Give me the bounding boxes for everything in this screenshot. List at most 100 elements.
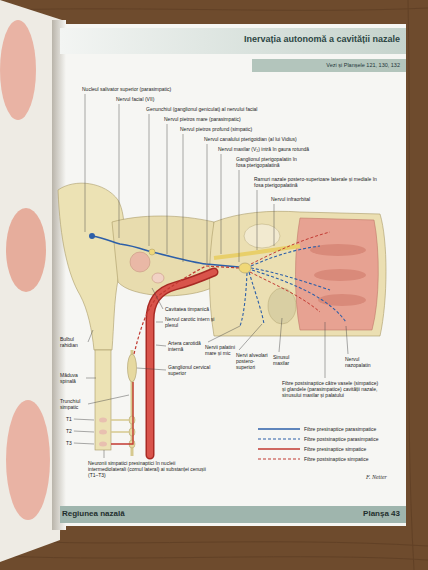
- leader-line: [74, 431, 94, 432]
- part-label: Ganglionul pterigopalatin în fosa pterig…: [236, 156, 298, 168]
- legend-text: Fibre presinaptice parasimpatice: [304, 426, 376, 432]
- leader-line: [167, 124, 168, 254]
- leader-line: [85, 94, 86, 232]
- leader-line: [152, 288, 163, 309]
- part-label: Nervi alveolari postero-superiori: [236, 352, 270, 370]
- wood-grain: [408, 0, 414, 570]
- part-label: Ganglionul cervical superior: [168, 364, 216, 376]
- segment-label: T1: [66, 416, 72, 422]
- part-label: Cavitatea timpanică: [165, 306, 209, 312]
- part-label: Nervul facial (VII): [116, 96, 154, 102]
- header-band: [60, 28, 406, 54]
- sympathetic-postsynaptic-fibres: [251, 232, 330, 264]
- artist-signature: F. Netter: [366, 474, 387, 481]
- grey-matter: [99, 430, 107, 435]
- legend-line-sample: [258, 448, 300, 449]
- leader-line: [74, 419, 94, 420]
- leader-line: [119, 104, 120, 238]
- pterygopalatine-ganglion: [239, 263, 251, 273]
- facial-skull: [210, 211, 387, 336]
- page-title: Inervația autonomă a cavității nazale: [244, 34, 400, 45]
- legend-text: Fibre postsinaptice parasimpatice: [304, 436, 378, 442]
- leader-line: [156, 322, 163, 323]
- legend-line-sample: [258, 428, 300, 429]
- part-label: Nucleul salivator superior (parasimpatic…: [82, 86, 171, 92]
- sympathetic-presynaptic-fibre: [111, 382, 133, 444]
- nasal-conchae: [310, 244, 366, 306]
- leader-line: [257, 190, 258, 250]
- parasympathetic-postsynaptic-fibres: [240, 273, 247, 326]
- trunk-ganglia: [129, 416, 135, 424]
- legend-line-sample: [258, 458, 300, 459]
- temporal-bone: [112, 216, 216, 296]
- part-label: Nervul carotic intern și plexul: [165, 316, 220, 328]
- segment-label: T3: [66, 440, 72, 446]
- part-label: Nervii palatini mare și mic: [205, 344, 239, 356]
- rami-communicantes: [111, 419, 129, 421]
- part-label: Artera carotidă internă: [168, 340, 208, 352]
- sympathetic-postsynaptic-fibre: [134, 266, 239, 354]
- cross-reference: Vezi și Planșele 121, 130, 132: [326, 62, 400, 69]
- leader-line: [88, 395, 129, 404]
- sympathetic-postsynaptic-fibres: [250, 272, 320, 312]
- plate-number: Planșa 43: [363, 509, 400, 519]
- leader-line: [156, 345, 166, 346]
- cochlea: [130, 252, 150, 272]
- legend-text: Fibre postsinaptice simpatice: [304, 456, 368, 462]
- nasal-cavity: [296, 218, 379, 330]
- leader-line: [239, 170, 240, 262]
- legend-line-sample: [258, 438, 300, 439]
- note-label: Fibre postsinaptice către vasele (simpat…: [282, 380, 382, 398]
- part-label: Sinusul maxilar: [273, 354, 303, 366]
- grey-matter: [99, 442, 107, 447]
- trunk-ganglia: [129, 416, 135, 448]
- parasympathetic-postsynaptic-fibres: [240, 246, 346, 326]
- grey-matter: [99, 418, 107, 447]
- nasal-conchae: [314, 269, 366, 281]
- left-page-illustration: [0, 20, 50, 520]
- salivatory-nucleus: [89, 233, 95, 239]
- parasympathetic-postsynaptic-fibres: [251, 246, 320, 266]
- part-label: Nervul canalului pterigoidian (al lui Vi…: [204, 136, 297, 142]
- part-label: Nervul pietros profund (simpatic): [180, 126, 252, 132]
- leader-line: [346, 326, 348, 354]
- leader-line: [239, 324, 262, 350]
- page: [56, 24, 406, 526]
- leader-line: [207, 144, 208, 264]
- leader-line: [88, 330, 93, 342]
- part-label: Nervul pietros mare (parasimpatic): [164, 116, 241, 122]
- note-label: Neuronii simpatici presinaptici în nucle…: [88, 460, 206, 478]
- spinal-cord: [95, 350, 111, 450]
- part-label: Ramuri nazale postero-superioare lateral…: [254, 176, 379, 188]
- leader-line: [137, 368, 166, 370]
- part-label: Genunchiul (ganglionul geniculat) al ner…: [146, 106, 257, 112]
- left-page-illustration: [0, 20, 36, 120]
- sympathetic-postsynaptic-fibres: [250, 232, 330, 312]
- internal-carotid-artery: [150, 272, 214, 455]
- wood-grain: [0, 8, 428, 10]
- parasympathetic-postsynaptic-fibres: [252, 270, 346, 322]
- superior-cervical-ganglion: [128, 354, 137, 382]
- part-label: Nervul nazopalatin: [345, 356, 381, 368]
- part-label: Nervul infraorbital: [271, 196, 310, 202]
- left-page-illustration: [6, 400, 50, 520]
- brainstem: [58, 183, 124, 350]
- parasympathetic-postsynaptic-fibres: [249, 272, 264, 324]
- parasympathetic-presynaptic-fibre: [92, 236, 239, 267]
- geniculate-ganglion: [149, 249, 155, 255]
- wood-grain: [0, 556, 428, 560]
- left-page-illustration: [6, 208, 46, 292]
- leader-line: [325, 322, 326, 378]
- trunk-ganglia: [129, 428, 135, 436]
- rami-communicantes: [111, 420, 129, 432]
- part-label: Nervul maxilar (V₂) intră în gaura rotun…: [218, 146, 309, 152]
- leader-line: [221, 154, 222, 254]
- grey-matter: [99, 418, 107, 423]
- wood-grain: [0, 540, 428, 546]
- leader-line: [208, 326, 240, 342]
